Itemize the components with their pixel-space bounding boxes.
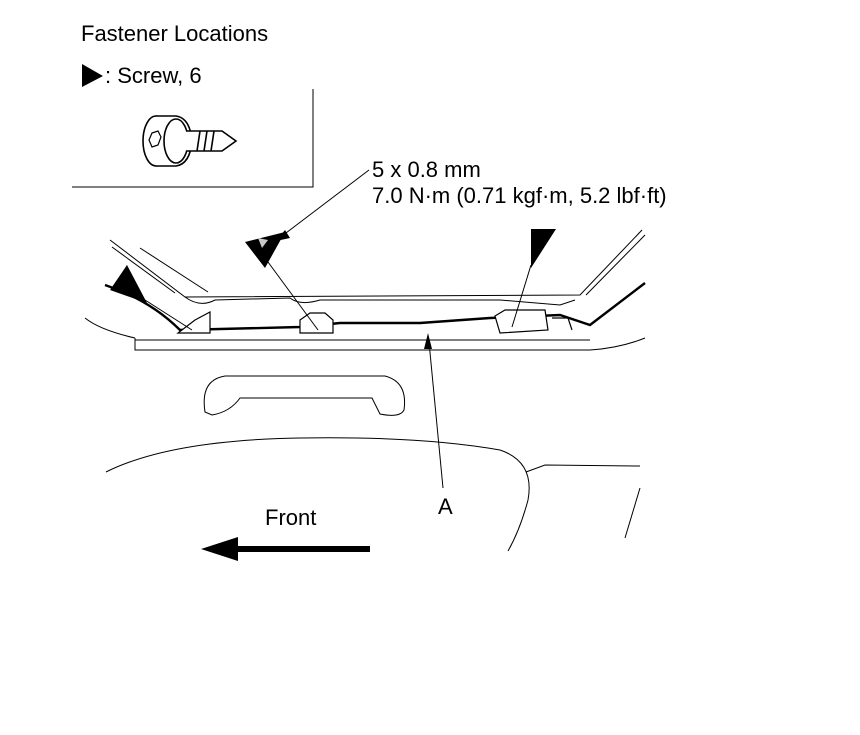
screw-marker-2 [245, 232, 285, 268]
interior-outline [105, 437, 641, 552]
part-a-callout-arrow [424, 333, 444, 489]
legend-box [72, 89, 314, 188]
legend: : Screw, 6 [81, 63, 202, 89]
screw-marker-1 [110, 265, 147, 303]
front-label: Front [265, 505, 317, 530]
diagram-title: Fastener Locations [81, 21, 269, 46]
cable-a [104, 282, 646, 334]
torque-label: 7.0 N·m (0.71 kgf·m, 5.2 lbf·ft) [372, 183, 667, 208]
screw-size-label: 5 x 0.8 mm [372, 157, 481, 182]
legend-text: : Screw, 6 [105, 63, 202, 88]
screw-marker-3 [531, 229, 556, 268]
screw-icon [142, 115, 238, 167]
triangle-marker-icon [82, 64, 103, 87]
part-a-label: A [438, 494, 453, 519]
screw-marker-2-highlight [258, 238, 268, 248]
leader-lines [144, 261, 532, 331]
grab-handle [203, 375, 406, 416]
spec-callout-arrow [276, 169, 370, 241]
front-arrow [201, 537, 370, 561]
roof-outline [84, 229, 646, 351]
